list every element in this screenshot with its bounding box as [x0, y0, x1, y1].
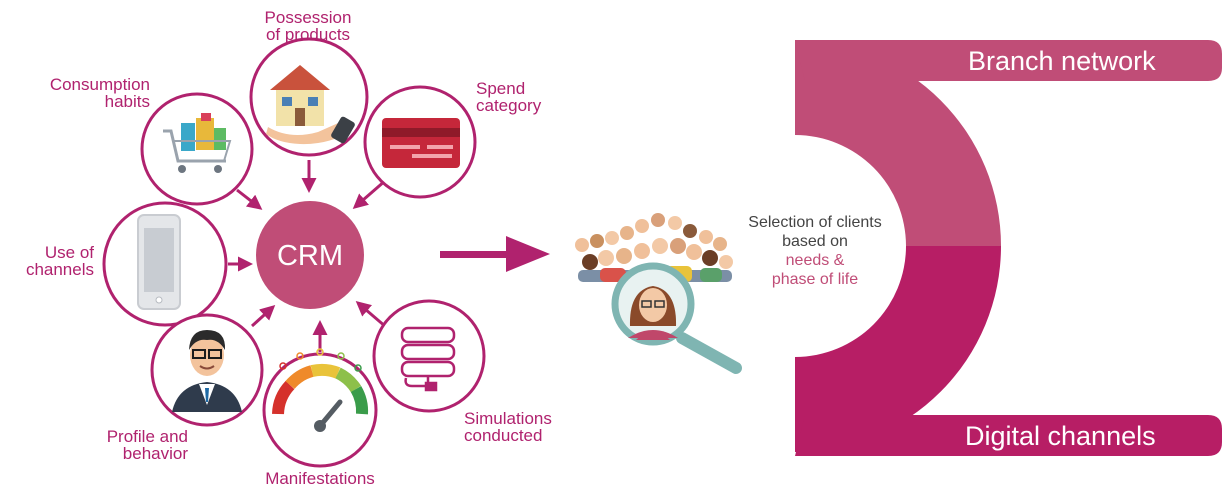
selection-line3: needs & [785, 252, 845, 269]
crm-label: CRM [277, 240, 343, 272]
businessman-icon [172, 330, 242, 412]
database-icon [400, 326, 456, 392]
digital-channels-arc [795, 246, 1001, 452]
magnifier-icon [611, 262, 742, 374]
digital-channels-banner [795, 415, 1222, 456]
satisfaction-gauge-icon [272, 348, 369, 432]
crm-node [256, 201, 364, 309]
credit-card-icon [382, 118, 460, 168]
shopping-cart-icon [163, 113, 232, 173]
selection-line4: phase of life [771, 271, 859, 288]
house-in-hand-icon [266, 65, 355, 145]
label-spend: Spend category [476, 79, 542, 115]
branch-network-arc [795, 40, 1001, 246]
smartphone-icon [137, 214, 181, 310]
branch-network-banner [795, 40, 1222, 81]
people-crowd-icon [575, 213, 733, 282]
label-possession: Possession of products [264, 8, 352, 44]
digital-channels-label: Digital channels [965, 421, 1156, 451]
arrow-profile [250, 304, 276, 328]
arrow-consumption [236, 188, 263, 210]
selection-line1: Selection of clients [748, 214, 882, 231]
arrow-simulations [355, 301, 387, 329]
label-manifestations: Manifestations [265, 469, 375, 488]
branch-network-label: Branch network [968, 46, 1156, 76]
label-simulations: Simulations conducted [464, 409, 552, 445]
connector-arrows [228, 160, 387, 352]
label-channels: Use of channels [25, 243, 94, 279]
arrow-spend [352, 178, 387, 209]
label-profile: Profile and behavior [106, 427, 188, 463]
selection-text: Selection of clients based on needs & ph… [730, 213, 900, 289]
label-consumption: Consumption habits [49, 75, 150, 111]
main-flow-arrow [440, 236, 550, 272]
simulations-circle [372, 299, 486, 413]
selection-line2: based on [782, 233, 848, 250]
